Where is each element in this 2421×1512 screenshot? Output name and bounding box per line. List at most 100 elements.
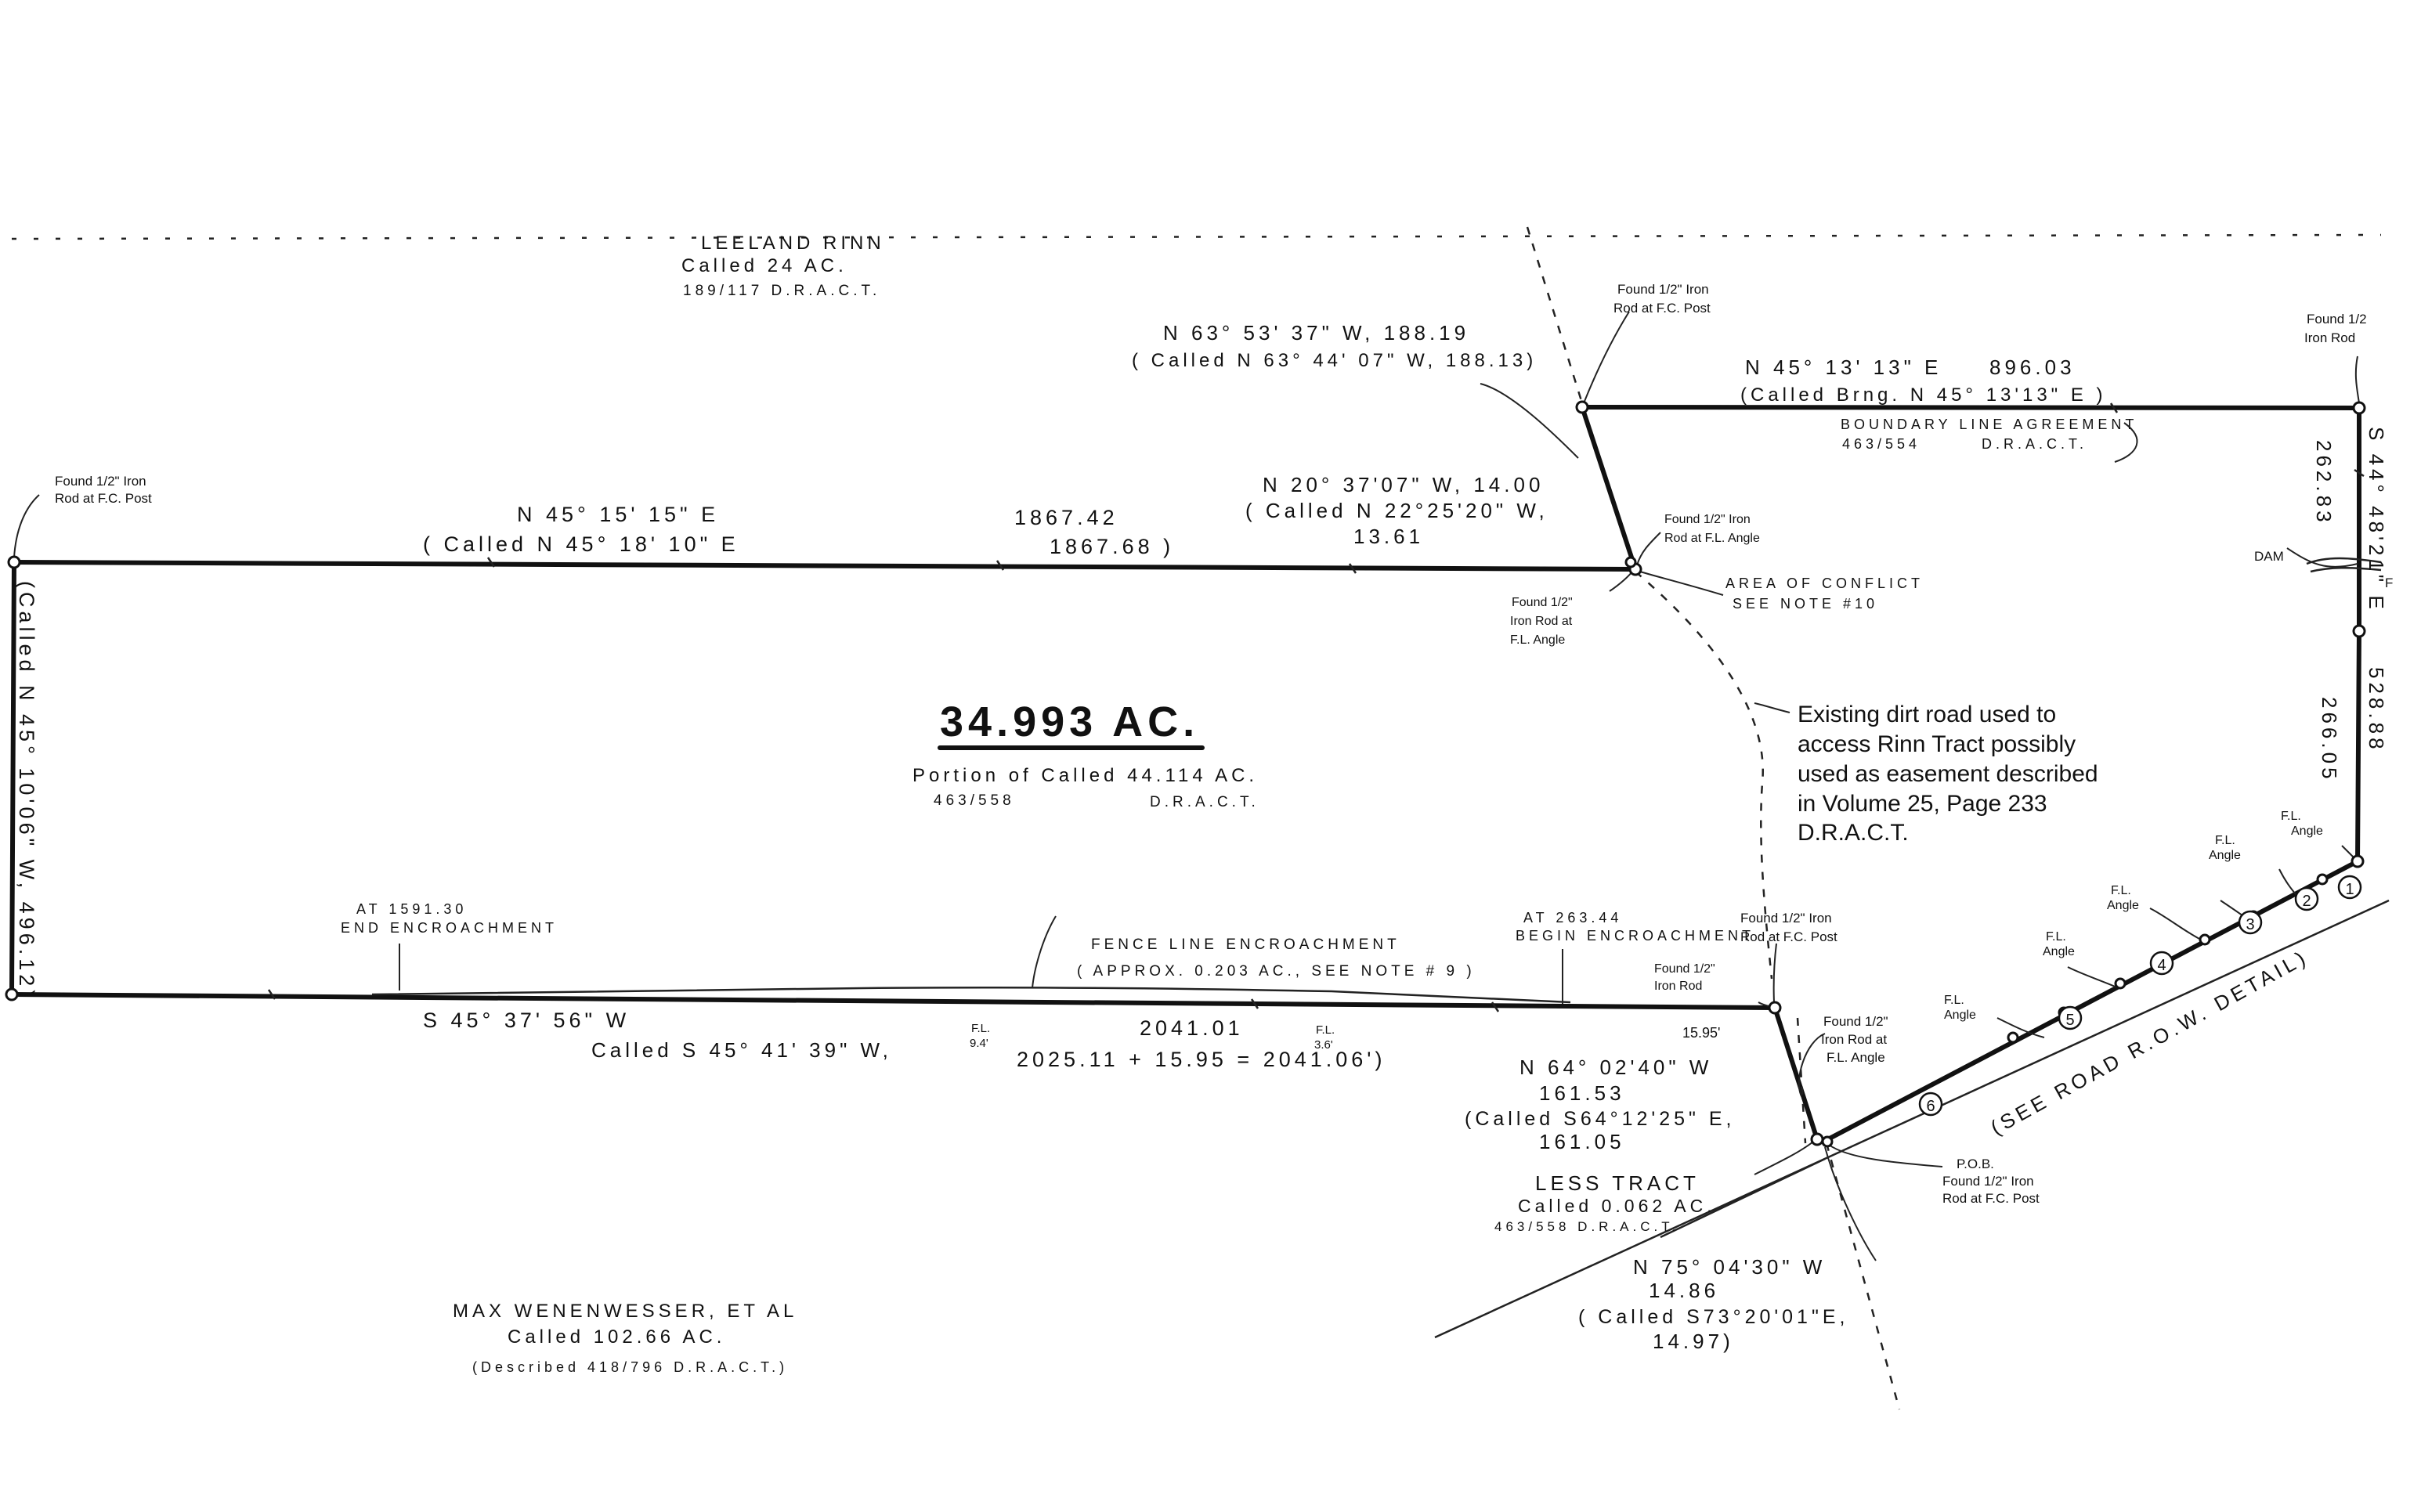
call-west-top-called-distance: 1867.68 ) [1050, 535, 1174, 558]
diagonal-dashed-line [1526, 226, 1584, 404]
call-east-lower-distance2: 266.05 [2318, 697, 2341, 783]
leader-lines [13, 311, 2360, 1261]
fl-angle-label-2: F.L. Angle [2209, 834, 2241, 862]
boundary-east-lower [2355, 629, 2361, 864]
svg-text:Angle: Angle [2291, 825, 2323, 838]
tract-record-suffix: D.R.A.C.T. [1150, 794, 1259, 810]
fl-angle-label-5: F.L. Angle [1944, 994, 1976, 1022]
note-fl1-value: 9.4' [970, 1037, 988, 1050]
call-n63-called: ( Called N 63° 44' 07" W, 188.13) [1132, 350, 1537, 371]
fence-encroachment-line [371, 986, 1571, 1004]
note-fl2-label: F.L. [1316, 1023, 1335, 1037]
south-adjoiner-area: Called 102.66 AC. [508, 1326, 725, 1348]
boundary-n63 [1580, 405, 1638, 572]
road-row-line [1434, 899, 2390, 1339]
svg-text:Angle: Angle [2209, 849, 2241, 862]
svg-text:4: 4 [2157, 957, 2166, 974]
call-west-top-bearing: N 45° 15' 15" E [517, 503, 719, 526]
call-n45-east-bearing: N 45° 13' 13" E [1745, 355, 1942, 379]
call-n64-bearing: N 64° 02'40" W [1519, 1056, 1712, 1079]
note-found-post-south-1: Found 1/2" Iron [1740, 911, 1832, 926]
note-pob-2: Found 1/2" Iron [1942, 1174, 2034, 1189]
note-found-post-south-2: Rod at F.C. Post [1740, 929, 1837, 944]
north-adjoiner-name: LEELAND RINN [701, 233, 885, 254]
boundary-n45-east [1580, 405, 2361, 410]
call-n64-called: (Called S64°12'25" E, [1465, 1108, 1735, 1130]
note-end-encroach-1: AT 1591.30 [356, 901, 467, 917]
note-area-conflict-1: AREA OF CONFLICT [1725, 576, 1924, 591]
note-found-iron-rod-1: Found 1/2" [1654, 962, 1715, 976]
note-dam: DAM [2254, 549, 2284, 564]
call-n64-called-distance: 161.05 [1539, 1130, 1625, 1153]
less-tract-line [1796, 1017, 1807, 1144]
call-n75-distance: 14.86 [1649, 1279, 1719, 1302]
boundary-road-frontage [1823, 859, 2360, 1143]
call-south-bearing: S 45° 37' 56" W [423, 1009, 630, 1032]
point-number-5: 5 [2058, 1005, 2083, 1030]
call-n63-bearing: N 63° 53' 37" W, 188.19 [1163, 321, 1469, 345]
boundary-tick-marks [267, 402, 2365, 1012]
svg-text:3: 3 [2246, 916, 2254, 933]
note-fl-angle-right-1: Found 1/2" Iron [1664, 513, 1751, 526]
svg-text:F.L.: F.L. [2281, 810, 2301, 823]
road-edge-line [1660, 1157, 1826, 1239]
svg-text:F.L.: F.L. [2215, 834, 2235, 847]
call-west-side: (Called N 45° 10'06" W, 496.12) [15, 581, 38, 1001]
fl-angle-label-1: F.L. Angle [2281, 810, 2323, 838]
boundary-n64 [1772, 1005, 1819, 1142]
note-found-west-1: Found 1/2" Iron [55, 474, 146, 489]
call-east-lower-distance1: 528.88 [2365, 667, 2388, 753]
note-fl-angle-right-2: Rod at F.L. Angle [1664, 532, 1760, 545]
svg-text:F.L.: F.L. [2046, 930, 2066, 944]
note-dirt-road-1: Existing dirt road used to [1798, 702, 2056, 727]
note-end-encroach-2: END ENCROACHMENT [341, 920, 558, 936]
point-number-4: 4 [2149, 951, 2174, 976]
svg-text:F.L.: F.L. [2111, 884, 2131, 897]
note-dist-1595: 15.95' [1682, 1025, 1720, 1041]
note-boundary-agreement-2: 463/554 [1842, 436, 1921, 452]
svg-text:F.L.: F.L. [1944, 994, 1964, 1007]
note-dirt-road-5: D.R.A.C.T. [1798, 820, 1909, 846]
svg-text:Angle: Angle [2107, 899, 2139, 912]
note-begin-encroach-1: AT 263.44 [1523, 910, 1622, 926]
note-pob-1: P.O.B. [1957, 1157, 1994, 1171]
note-found-west-2: Rod at F.C. Post [55, 491, 152, 506]
svg-text:6: 6 [1926, 1098, 1935, 1115]
note-less-tract-2: Called 0.062 AC. [1518, 1196, 1716, 1216]
call-n20-called: ( Called N 22°25'20" W, [1245, 499, 1548, 522]
call-n20-called-distance: 13.61 [1353, 525, 1424, 548]
point-number-3: 3 [2238, 910, 2263, 935]
note-fl-angle-south-3: F.L. Angle [1827, 1050, 1885, 1065]
tract-record: 463/558 [934, 792, 1015, 809]
call-n75-bearing: N 75° 04'30" W [1633, 1255, 1826, 1279]
note-road-detail: (SEE ROAD R.O.W. DETAIL) [1986, 944, 2312, 1139]
boundary-west [9, 560, 16, 997]
note-fl-angle-left-2: Iron Rod at [1510, 615, 1573, 628]
call-east-upper-distance: 262.83 [2312, 440, 2336, 526]
note-fence-encroach-1: FENCE LINE ENCROACHMENT [1091, 936, 1400, 953]
north-adjoiner-record: 189/117 D.R.A.C.T. [683, 283, 880, 299]
point-number-6: 6 [1918, 1092, 1943, 1117]
note-less-tract-1: LESS TRACT [1535, 1171, 1700, 1195]
tract-area: 34.993 AC. [940, 698, 1199, 745]
south-dashed-line [1825, 1142, 1901, 1410]
note-fl-angle-south-2: Iron Rod at [1821, 1032, 1887, 1047]
note-dirt-road-3: used as easement described [1798, 761, 2098, 787]
note-fence-encroach-2: ( APPROX. 0.203 AC., SEE NOTE # 9 ) [1077, 963, 1476, 980]
point-number-1: 1 [2337, 875, 2362, 900]
call-east-upper-bearing: S 44° 48'21" E [2365, 427, 2388, 613]
north-fence-line [11, 233, 2382, 240]
svg-text:5: 5 [2065, 1012, 2074, 1029]
svg-text:Angle: Angle [1944, 1009, 1976, 1022]
fl-angle-label-4: F.L. Angle [2043, 930, 2075, 958]
note-boundary-agreement-3: D.R.A.C.T. [1982, 436, 2087, 452]
call-south-called: Called S 45° 41' 39" W, [591, 1038, 892, 1062]
note-found-north-1: Found 1/2" Iron [1617, 282, 1709, 297]
note-area-conflict-2: SEE NOTE #10 [1733, 596, 1878, 612]
call-n75-called-distance: 14.97) [1653, 1330, 1734, 1353]
note-less-tract-3: 463/558 D.R.A.C.T. [1494, 1219, 1679, 1234]
call-n75-called: ( Called S73°20'01"E, [1578, 1306, 1848, 1328]
svg-text:2: 2 [2302, 893, 2311, 910]
point-number-2: 2 [2294, 886, 2319, 911]
